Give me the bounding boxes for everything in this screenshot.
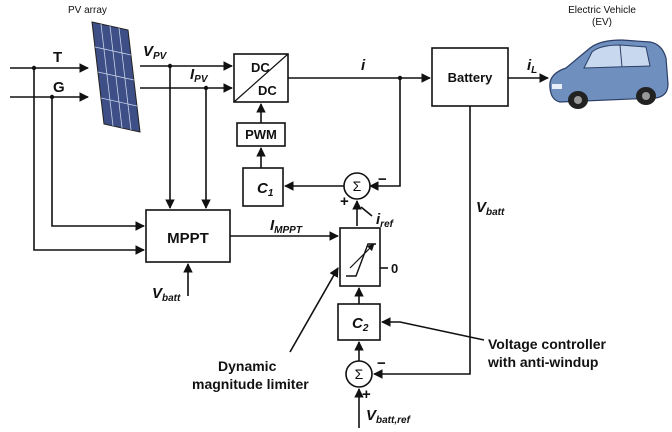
v-pv-label: VPV <box>143 43 168 62</box>
i-mppt-label: IMPPT <box>270 217 303 236</box>
vc-pointer <box>381 317 485 341</box>
sum1-plus: + <box>340 193 349 210</box>
pwm-label: PWM <box>245 127 277 142</box>
sum2-plus: + <box>362 386 371 403</box>
dynamic-limiter-block <box>339 227 381 287</box>
sum1-symbol: Σ <box>353 178 362 194</box>
wire-vbatt-feedback <box>373 106 471 379</box>
ev-title-line1: Electric Vehicle <box>568 5 636 16</box>
wire-g-mppt <box>51 97 145 231</box>
v-batt-ref-label: Vbatt,ref <box>366 407 412 426</box>
sum2-minus: − <box>377 355 386 372</box>
battery-label: Battery <box>448 70 494 85</box>
iref-pointer <box>360 206 373 217</box>
zero-label: 0 <box>391 261 398 276</box>
i-pv-label: IPV <box>190 66 209 85</box>
vc-annotation-line1: Voltage controller <box>488 336 607 352</box>
limiter-annotation-line2: magnitude limiter <box>192 376 309 392</box>
i-label: i <box>361 57 366 74</box>
i-ref-label: iref <box>376 211 395 230</box>
wire-t-mppt <box>33 68 145 255</box>
dcdc-bottom-label: DC <box>258 83 277 98</box>
c1-label: C1 <box>257 180 274 199</box>
electric-vehicle-icon <box>549 39 669 109</box>
i-l-label: iL <box>527 57 537 76</box>
input-t-label: T <box>53 49 62 66</box>
mppt-block <box>145 209 231 263</box>
v-batt-label: Vbatt <box>476 199 505 218</box>
vc-annotation-line2: with anti-windup <box>487 354 598 370</box>
limiter-annotation-line1: Dynamic <box>218 358 277 374</box>
dcdc-converter-block <box>233 53 289 103</box>
sum2-symbol: Σ <box>355 366 364 382</box>
v-batt-mppt-label: Vbatt <box>152 285 181 304</box>
wire-i-feedback <box>369 78 401 191</box>
pv-array-label: PV array <box>68 5 107 16</box>
pv-array-panel <box>91 21 141 133</box>
limiter-pointer <box>289 267 339 353</box>
ev-title-line2: (EV) <box>592 17 612 28</box>
dcdc-top-label: DC <box>251 60 270 75</box>
sum1-minus: − <box>378 171 387 188</box>
input-g-label: G <box>53 79 65 96</box>
c1-block <box>242 167 284 207</box>
mppt-label: MPPT <box>167 230 209 247</box>
c2-label: C2 <box>352 315 369 334</box>
